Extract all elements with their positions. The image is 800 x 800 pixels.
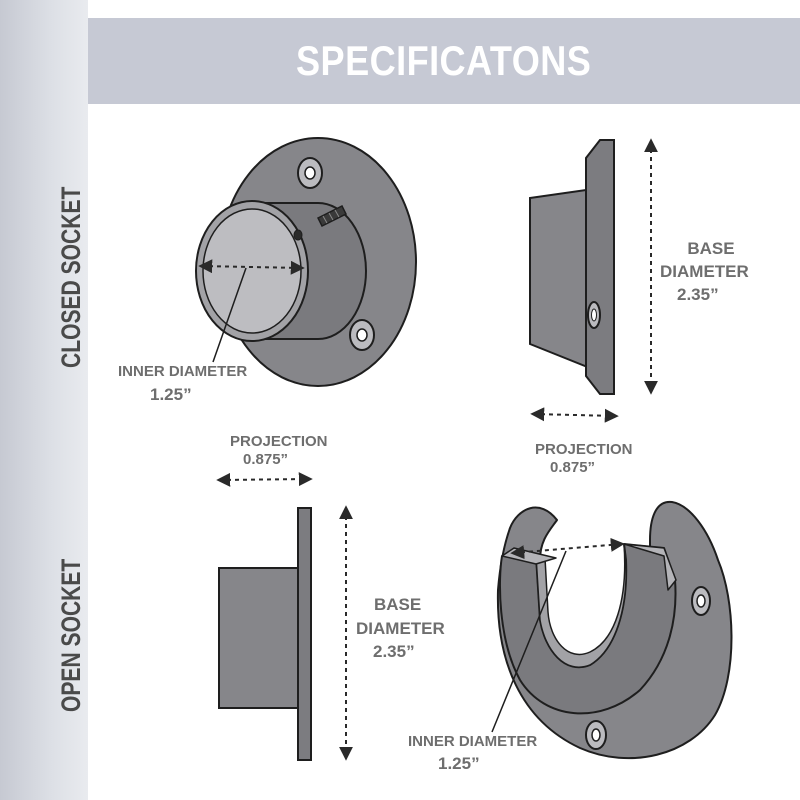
open-inner-diameter-leader bbox=[491, 550, 567, 733]
closed-base-diameter-value: 2.35” bbox=[677, 285, 719, 304]
open-socket-side bbox=[218, 507, 312, 761]
title-banner: SPECIFICATONS bbox=[88, 18, 800, 104]
closed-socket-side bbox=[529, 139, 615, 395]
closed-inner-diameter-leader bbox=[212, 267, 247, 363]
closed-inner-diameter-value: 1.25” bbox=[150, 385, 192, 404]
open-projection-dimension bbox=[216, 472, 313, 487]
closed-projection-dimension bbox=[530, 407, 619, 423]
closed-socket-perspective bbox=[195, 137, 417, 387]
closed-projection-value: 0.875” bbox=[550, 459, 596, 476]
closed-inner-diameter-dimension bbox=[198, 259, 305, 275]
closed-socket-opening-rim bbox=[202, 208, 302, 334]
closed-base-label-line2: DIAMETER bbox=[660, 262, 749, 281]
open-inner-diameter-label: INNER DIAMETER bbox=[408, 733, 538, 750]
open-socket-rim-right bbox=[623, 543, 677, 591]
open-inner-diameter-value: 1.25” bbox=[438, 754, 480, 773]
open-base-label-line2: DIAMETER bbox=[356, 619, 445, 638]
open-socket-side-base bbox=[297, 507, 312, 761]
open-socket-cradle-inner bbox=[535, 543, 627, 668]
open-inner-diameter-dimension bbox=[510, 537, 625, 560]
open-projection-label: PROJECTION bbox=[230, 433, 328, 450]
closed-socket-side-base bbox=[585, 139, 615, 395]
open-base-label-line1: BASE bbox=[374, 595, 422, 614]
set-screw-icon bbox=[293, 204, 348, 241]
open-projection-value: 0.875” bbox=[243, 451, 289, 468]
open-base-diameter-value: 2.35” bbox=[373, 642, 415, 661]
closed-base-label-line1: BASE bbox=[687, 239, 735, 258]
closed-inner-diameter-label: INNER DIAMETER bbox=[118, 363, 248, 380]
closed-base-diameter-label: BASE bbox=[676, 240, 776, 257]
sidebar-band bbox=[0, 0, 88, 800]
page-title: SPECIFICATONS bbox=[296, 37, 592, 84]
open-socket-side-sleeve bbox=[218, 567, 300, 709]
closed-projection-label: PROJECTION bbox=[535, 441, 633, 458]
